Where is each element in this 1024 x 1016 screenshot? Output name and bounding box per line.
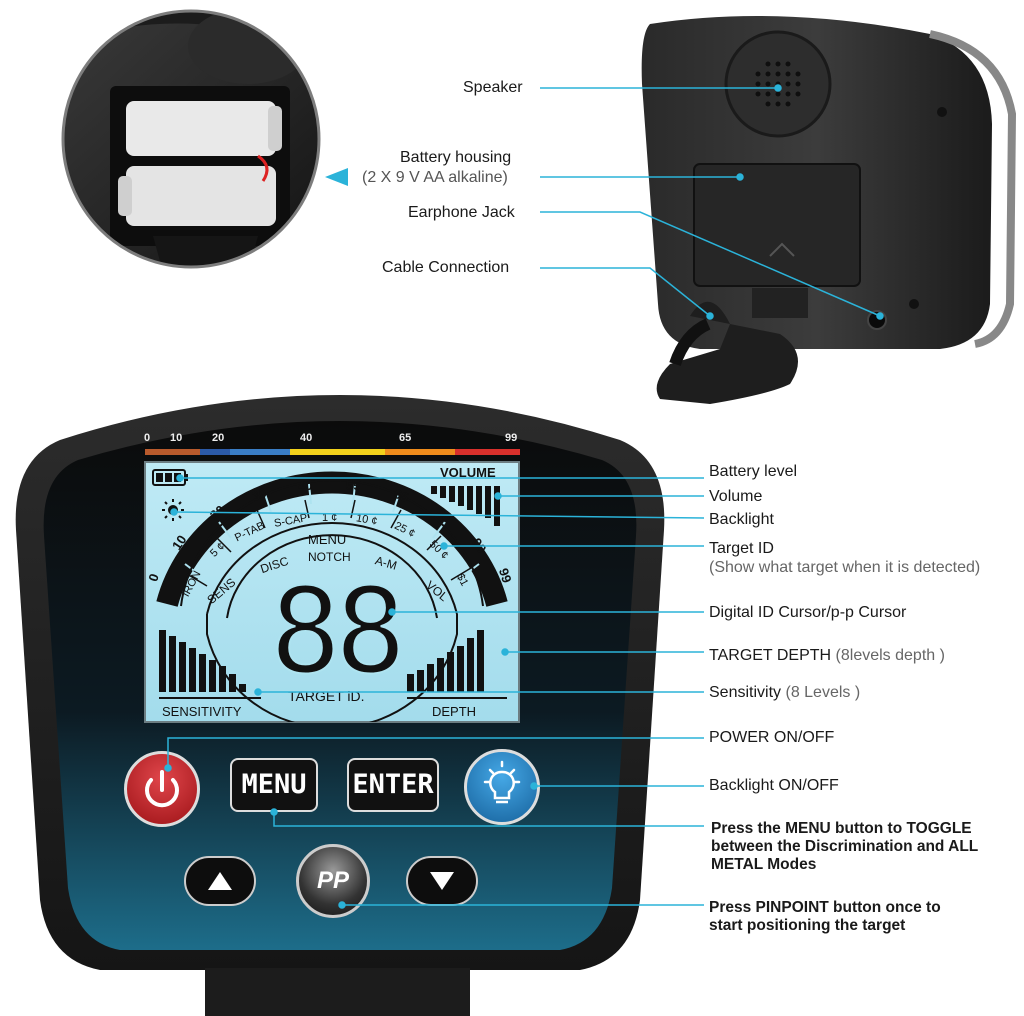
up-arrow-icon [208,872,232,890]
lcd-depth-label: DEPTH [432,704,477,719]
callout-target-depth: TARGET DEPTH (8levels depth ) [709,646,945,665]
scale-label: 40 [300,432,313,444]
volume-bars [431,486,500,526]
power-icon [145,770,179,808]
callout-backlight: Backlight [709,511,774,528]
sensitivity-bars [159,630,246,692]
down-arrow-icon [430,872,454,890]
backlight-button[interactable] [464,749,540,825]
scale-bar-labels: 0 10 20 40 65 99 [140,432,530,448]
callout-target-id: Target ID [709,540,774,557]
callout-battery-housing: Battery housing [400,149,512,166]
callout-pinpoint-line1: Press PINPOINT button once to [709,899,941,916]
callout-target-id-sub: (Show what target when it is detected) [709,559,981,576]
callout-cable-connection: Cable Connection [382,259,510,276]
callout-sensitivity: Sensitivity (8 Levels ) [709,683,860,702]
callout-speaker: Speaker [463,79,523,96]
battery-closeup-image [61,9,321,269]
lcd-digits: 88 [269,562,407,700]
callout-battery-level: Battery level [709,463,798,480]
lcd-volume-label: VOLUME [440,465,496,480]
callout-menu-toggle-line1: Press the MENU button to TOGGLE [711,820,972,837]
callout-menu-toggle-line2: between the Discrimination and ALL [711,838,979,855]
callout-earphone-jack: Earphone Jack [408,204,515,221]
callout-battery-housing-sub: (2 X 9 V AA alkaline) [362,169,508,186]
scale-label: 10 [170,432,183,444]
callout-target-depth-sub: (8levels depth ) [835,647,945,664]
callout-menu-toggle-line3: METAL Modes [711,856,817,873]
callout-target-depth-main: TARGET DEPTH [709,647,832,664]
lcd-menu-label: MENU [308,532,347,547]
up-button[interactable] [184,856,256,906]
down-button[interactable] [406,856,478,906]
arrow-left-icon [325,168,348,186]
scale-label: 65 [399,432,412,444]
callout-sensitivity-sub: (8 Levels ) [785,684,861,701]
lcd-target-label: 1 ¢ [322,512,338,524]
callout-digital-id: Digital ID Cursor/p-p Cursor [709,604,907,621]
color-scale-bar [145,449,520,455]
callout-sensitivity-main: Sensitivity [709,684,782,701]
scale-label: 99 [505,432,518,444]
back-of-unit-image [641,16,1017,404]
depth-bars [407,630,484,692]
scale-label: 0 [144,432,151,444]
scale-label: 20 [212,432,225,444]
callout-backlight-onoff: Backlight ON/OFF [709,777,839,794]
lcd-arc-number: 40 [298,478,313,493]
lcd-arc-number: 55 [346,478,361,493]
callout-power: POWER ON/OFF [709,729,835,746]
callout-volume: Volume [709,488,763,505]
power-button[interactable] [124,751,200,827]
lcd-sensitivity-label: SENSITIVITY [162,704,242,719]
enter-button[interactable]: ENTER [347,758,439,812]
lcd-mode-label: NOTCH [308,550,351,564]
bulb-icon [483,760,521,804]
callout-pinpoint-line2: start positioning the target [709,917,906,934]
